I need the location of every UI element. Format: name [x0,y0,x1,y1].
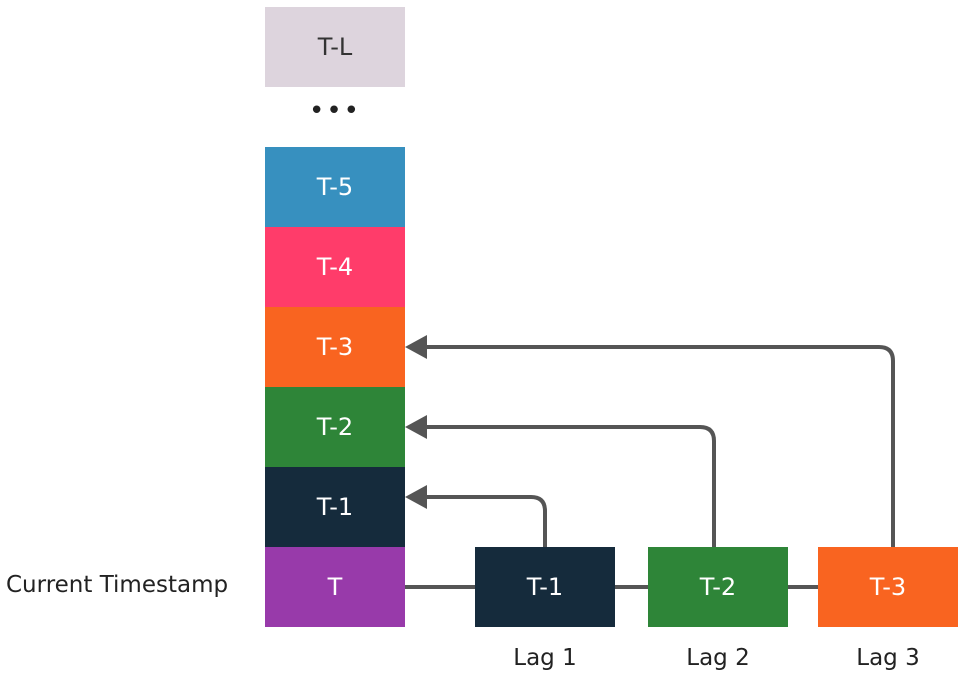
block-t-minus-2-label: T-2 [316,413,354,441]
lag-3-block: T-3 [818,547,958,627]
block-t-minus-1: T-1 [265,467,405,547]
block-t-minus-4-label: T-4 [316,253,354,281]
lag-2-block-label: T-2 [699,573,737,601]
block-t-minus-5: T-5 [265,147,405,227]
lag-1-caption: Lag 1 [513,645,577,671]
lag-2-block: T-2 [648,547,788,627]
lag-3-caption: Lag 3 [856,645,920,671]
block-t-minus-3: T-3 [265,307,405,387]
block-t-current: T [265,547,405,627]
lag-3-arrow [425,345,895,547]
lag-3-block-label: T-3 [869,573,907,601]
block-t-minus-4: T-4 [265,227,405,307]
lag-3-arrowhead [405,335,427,359]
block-t-current-label: T [327,573,343,601]
lag-1-block-label: T-1 [526,573,564,601]
ellipsis: ••• [308,96,361,126]
lag-2-caption: Lag 2 [686,645,750,671]
lag-2-arrow [425,425,716,547]
block-t-minus-2: T-2 [265,387,405,467]
block-t-minus-l-label: T-L [317,33,353,61]
block-t-minus-5-label: T-5 [316,173,354,201]
lag-2-arrowhead [405,415,427,439]
lag-1-block: T-1 [475,547,615,627]
current-timestamp-label: Current Timestamp [6,572,229,598]
block-t-minus-3-label: T-3 [316,333,354,361]
block-t-minus-1-label: T-1 [316,493,354,521]
lag-1-arrow [425,495,547,547]
lag-1-arrowhead [405,485,427,509]
block-t-minus-l: T-L [265,7,405,87]
